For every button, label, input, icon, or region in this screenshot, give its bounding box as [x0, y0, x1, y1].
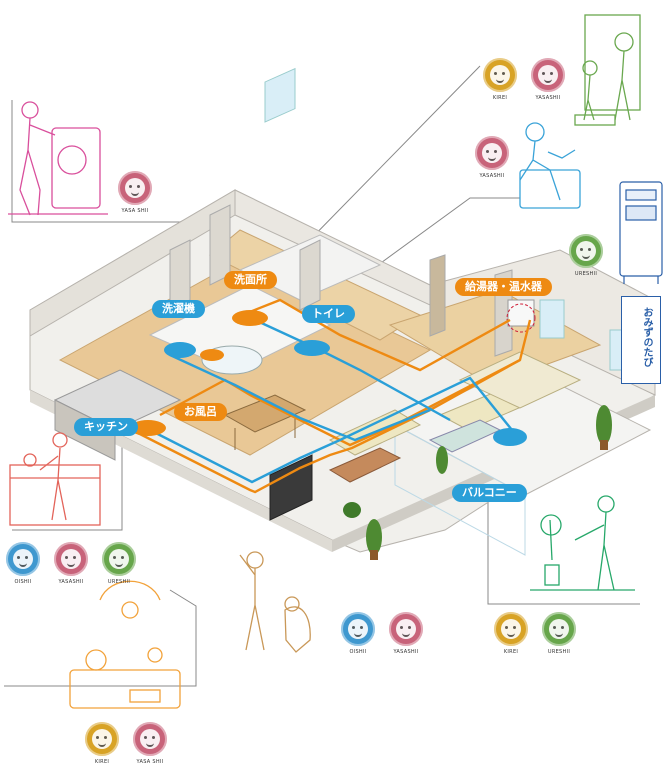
badge-caption: YASASHII [479, 173, 505, 179]
badge-caption: OISHII [349, 649, 367, 655]
laundry-woman [8, 101, 108, 216]
badge-kirei-bath: KIREI [84, 722, 120, 765]
gardener [530, 495, 635, 591]
kitchen-woman [9, 432, 101, 526]
badge-caption: YASA SHII [121, 208, 149, 214]
badge-caption: KIREI [492, 95, 508, 101]
badge-oishii-kitchen: OISHII [5, 542, 41, 585]
badge-caption: KIREI [94, 759, 110, 765]
badge-caption: YASA SHII [136, 759, 164, 765]
water-outlet-dots [130, 310, 527, 446]
yasashii-face-icon [133, 722, 167, 756]
oishii-face-icon [6, 542, 40, 576]
badge-ureshii-kitchen: URESHII [101, 542, 137, 585]
label-kitchen: キッチン [74, 418, 138, 436]
label-washroom: 洗面所 [224, 271, 277, 289]
toilet-man [519, 122, 581, 209]
badge-caption: URESHII [574, 271, 598, 277]
badge-yasashii-toilet: YASASHII [474, 136, 510, 179]
label-water-heater: 給湯器・温水器 [455, 278, 552, 296]
laundry-leader [11, 100, 219, 223]
kirei-face-icon [85, 722, 119, 756]
hot-water-pipe-2 [159, 358, 521, 447]
balcony-leader [487, 495, 640, 605]
oishii-face-icon [341, 612, 375, 646]
badge-yasashii-drink: YASASHII [388, 612, 424, 655]
label-bath: お風呂 [174, 403, 227, 421]
badge-yasashii-kitchen: YASASHII [53, 542, 89, 585]
bath-leader [4, 589, 197, 687]
plants [343, 405, 612, 560]
ureshii-face-icon [102, 542, 136, 576]
badge-caption: YASASHII [393, 649, 419, 655]
ureshii-face-icon [542, 612, 576, 646]
drinking-man-dog [239, 551, 311, 653]
badge-ureshii-garden: URESHII [541, 612, 577, 655]
hot-water-pipe-3 [241, 298, 511, 372]
badge-yasashii: YASASHII [530, 58, 566, 101]
label-toilet: トイレ [302, 305, 355, 323]
badge-caption: OISHII [14, 579, 32, 585]
label-balcony: バルコニー [452, 484, 527, 502]
kirei-face-icon [483, 58, 517, 92]
badge-caption: URESHII [547, 649, 571, 655]
badge-oishii-drink: OISHII [340, 612, 376, 655]
badge-yasashii-bath: YASA SHII [132, 722, 168, 765]
badge-caption: KIREI [503, 649, 519, 655]
label-washing-machine: 洗濯機 [152, 300, 205, 318]
badge-caption: YASASHII [58, 579, 84, 585]
badge-caption: URESHII [107, 579, 131, 585]
yasashii-face-icon [475, 136, 509, 170]
cold-water-pipe-2 [169, 353, 431, 442]
bath-family [69, 580, 181, 709]
ureshii-face-icon [569, 234, 603, 268]
badge-caption: YASASHII [535, 95, 561, 101]
cold-water-pipe-3 [254, 318, 451, 422]
water-pipes [131, 298, 532, 494]
yasashii-face-icon [118, 171, 152, 205]
badge-ureshii-heater: URESHII [568, 234, 604, 277]
badge-kirei-garden: KIREI [493, 612, 529, 655]
yasashii-face-icon [54, 542, 88, 576]
logo-text: おみずのたび [641, 307, 652, 367]
badge-yasashii-laundry: YASA SHII [117, 171, 153, 214]
brushing-family [574, 14, 641, 126]
cold-water-pipe [139, 376, 513, 484]
badge-kirei: KIREI [482, 58, 518, 101]
heater-unit [619, 181, 663, 284]
yasashii-face-icon [531, 58, 565, 92]
kirei-face-icon [494, 612, 528, 646]
people-sketches [8, 14, 641, 709]
omizu-no-tabi-logo: おみずのたび [621, 296, 661, 384]
yasashii-face-icon [389, 612, 423, 646]
